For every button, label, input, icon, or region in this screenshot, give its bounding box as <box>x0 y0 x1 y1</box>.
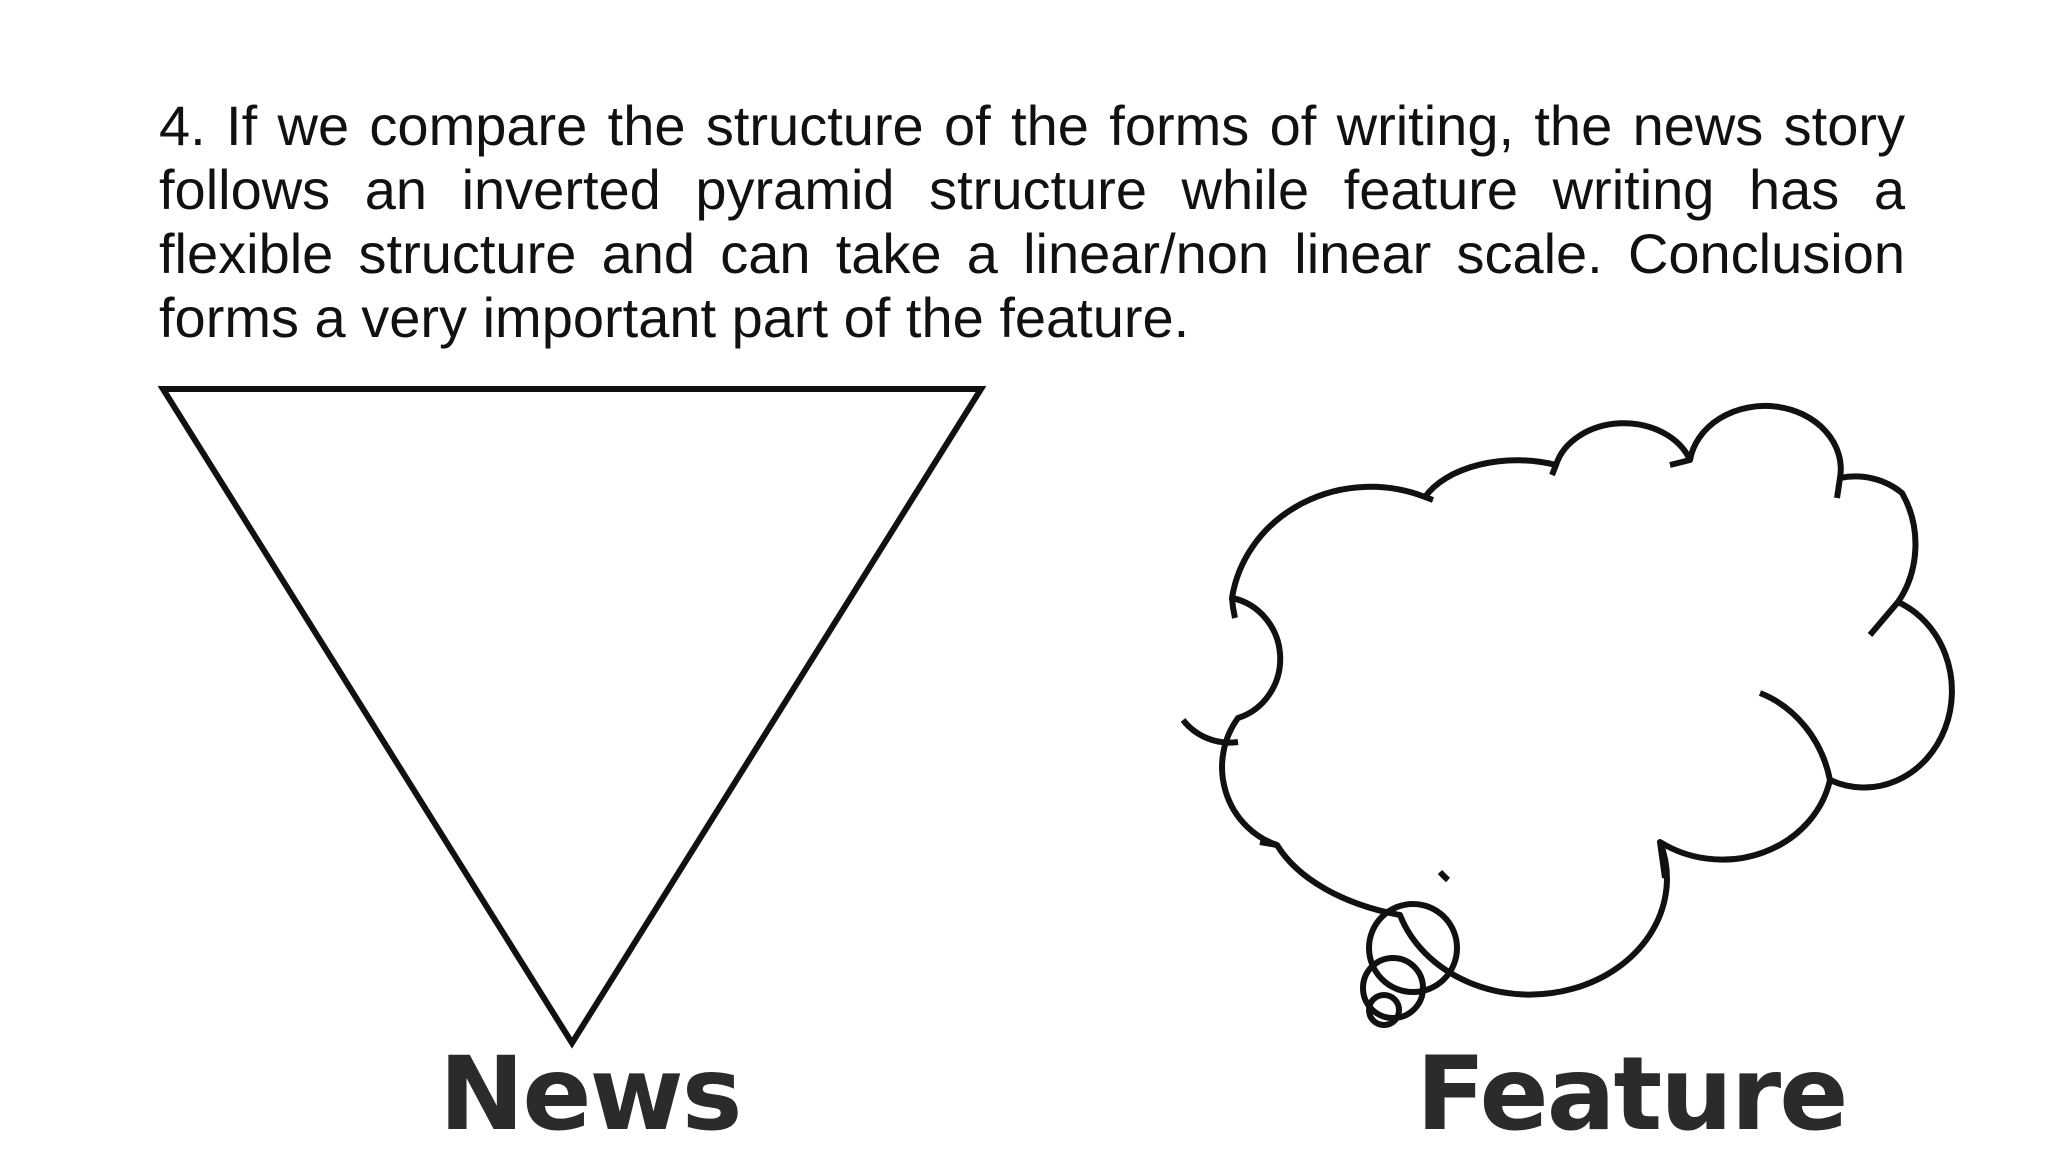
cloud-outline <box>1219 402 1955 998</box>
cloud-fold-5 <box>1657 841 1668 879</box>
cloud-fold-4 <box>1437 869 1451 883</box>
cloud-fold-9 <box>1669 457 1691 468</box>
news-label: News <box>439 1035 742 1154</box>
news-inverted-pyramid <box>157 386 987 1049</box>
cloud-fold-8 <box>1834 477 1843 499</box>
thought-bubble-small <box>1366 992 1402 1028</box>
cloud-fold-10 <box>1549 463 1559 477</box>
point-text: 4. If we compare the structure of the fo… <box>159 94 1905 349</box>
feature-label: Feature <box>1416 1035 1848 1154</box>
cloud-fold-1 <box>1229 597 1238 619</box>
thought-bubble-large <box>1366 901 1460 995</box>
feature-thought-cloud <box>1180 402 1955 1028</box>
cloud-fold-3 <box>1259 839 1278 848</box>
cloud-fold-2 <box>1180 718 1239 746</box>
cloud-fold-7 <box>1867 600 1901 637</box>
cloud-fold-6 <box>1758 690 1833 781</box>
cloud-fold-11 <box>1423 494 1435 503</box>
